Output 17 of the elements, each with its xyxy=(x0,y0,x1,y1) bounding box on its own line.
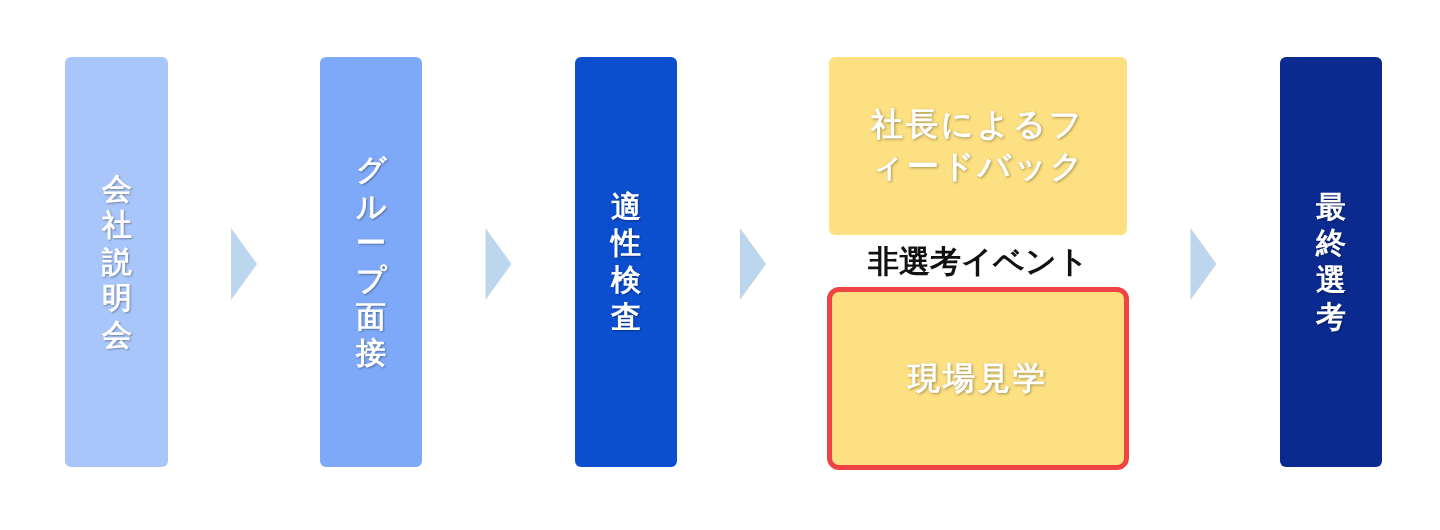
event-box xyxy=(829,57,1127,235)
step-box xyxy=(320,57,422,467)
step-label: 現場見学 xyxy=(908,357,1048,399)
highlighted-event-box xyxy=(827,287,1129,470)
step-box xyxy=(575,57,677,467)
step-label: 社長によるフィードバック xyxy=(869,104,1087,187)
group-heading: 非選考イベント xyxy=(867,242,1089,281)
step-box xyxy=(65,57,168,467)
chevron-arrow xyxy=(740,228,766,300)
chevron-arrow xyxy=(485,228,512,300)
step-box xyxy=(1280,57,1382,467)
step-label: 適性検査 xyxy=(611,188,641,336)
step-label: 最終選考 xyxy=(1316,188,1346,336)
step-label: グループ面接 xyxy=(356,152,386,372)
chevron-arrow xyxy=(1190,228,1217,300)
chevron-arrow xyxy=(231,228,257,300)
step-label: 会社説明会 xyxy=(101,170,132,354)
